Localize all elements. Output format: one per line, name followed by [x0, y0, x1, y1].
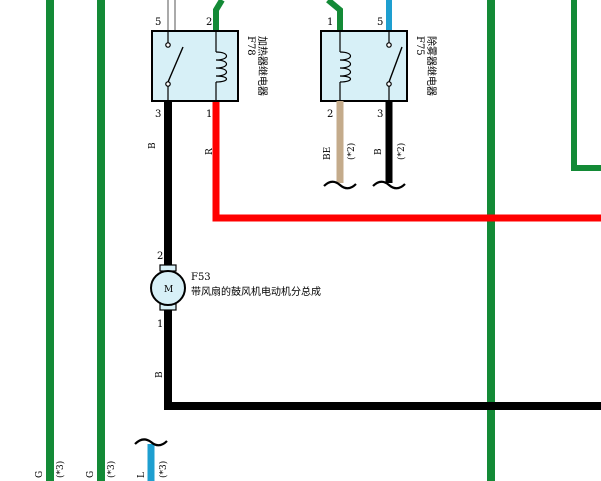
red-wire: [212, 101, 601, 222]
wire-label-f75-pin2: BE: [323, 147, 333, 160]
wire-label-left-1: G: [35, 471, 45, 478]
wire-note-f75-pin3: (*2): [396, 143, 407, 160]
motor-name: 带风扇的鼓风机电动机分总成: [191, 285, 321, 298]
f75-code: F75: [414, 36, 425, 56]
wire-label-f75-pin3: B: [374, 148, 384, 155]
f75-pin-top-right: 5: [377, 17, 383, 28]
wire-label-left-2: G: [86, 471, 96, 478]
motor-code: F53: [191, 272, 211, 283]
f75-pin-top-left: 1: [327, 17, 333, 28]
f75-pin-bottom-left: 2: [327, 109, 333, 120]
green-wire-far-right: [571, 0, 601, 171]
f75-pin-bottom-right: 3: [377, 109, 383, 120]
f78-pin-top-left: 5: [155, 17, 161, 28]
f78-pin-bottom-left: 3: [155, 109, 161, 120]
f75-name: 除雾器继电器: [425, 36, 438, 96]
f78-pin-bottom-right: 1: [206, 109, 212, 120]
relay-f75: [320, 30, 408, 102]
f75-pin1-green-stub: [326, 0, 343, 31]
f78-code: F78: [245, 36, 256, 56]
motor-pin-bottom: 1: [157, 319, 163, 330]
motor-f53: [150, 264, 186, 311]
motor-pin-top: 2: [157, 251, 163, 262]
relay-f78: [151, 30, 239, 102]
f78-pin-top-right: 2: [206, 17, 212, 28]
f78-name: 加热器继电器: [256, 36, 269, 96]
wire-label-f78-pin3: B: [148, 142, 158, 149]
wire-note-left-1: (*3): [55, 461, 66, 478]
wire-label-f78-pin1: R: [205, 148, 215, 155]
black-wire-break-icon: [372, 180, 406, 190]
black-wire-motor-to-ground: [164, 309, 601, 410]
wire-note-left-3: (*3): [158, 461, 169, 478]
tan-wire-break-icon: [323, 180, 357, 190]
wire-label-left-3: L: [137, 472, 147, 478]
wire-note-left-2: (*3): [106, 461, 117, 478]
blue-wire-break-icon: [134, 438, 168, 447]
f78-pin2-green-stub: [213, 0, 225, 31]
motor-symbol: M: [164, 285, 173, 295]
wire-label-motor-lower: B: [155, 371, 165, 378]
wire-note-f75-pin2: (*2): [346, 143, 357, 160]
